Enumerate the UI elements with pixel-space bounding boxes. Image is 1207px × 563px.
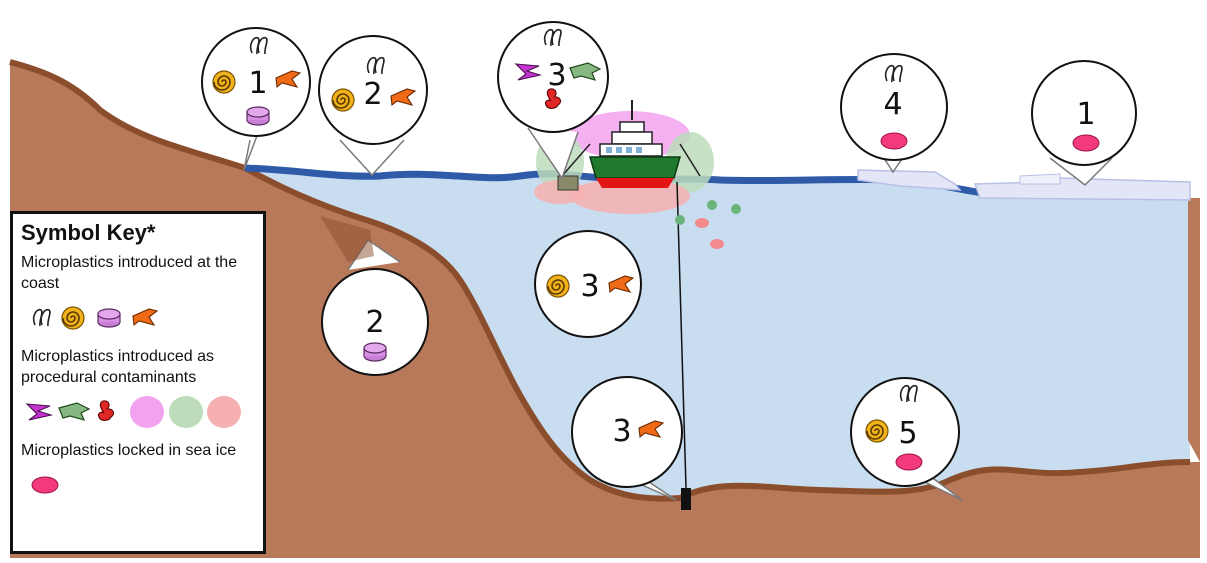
right-cliff [1188, 198, 1200, 462]
spiral-fragment-icon [865, 419, 889, 443]
pink-bead-icon [1072, 134, 1100, 152]
station-number: 1 [248, 66, 267, 101]
station-number: 3 [547, 58, 566, 93]
bubbles [201, 21, 1137, 488]
pellet-disc-icon [97, 308, 121, 328]
key-coast-icons [21, 298, 255, 338]
magenta-flake-icon [26, 403, 52, 421]
suspended-particles [675, 200, 741, 249]
research-vessel [557, 100, 701, 191]
key-procedural-icons [21, 392, 255, 432]
mooring-weight [681, 488, 691, 510]
slope-sample-pocket [320, 216, 374, 262]
key-ice-icon-row [31, 476, 59, 494]
orange-fragment-icon [132, 308, 158, 326]
land-mass [10, 62, 1200, 558]
spiral-fragment-icon [546, 274, 570, 298]
pellet-disc-icon [246, 106, 270, 126]
symbol-key-title: Symbol Key* [21, 220, 156, 245]
key-ice-icons [21, 465, 255, 505]
green-film-icon [58, 402, 90, 421]
station-number: 3 [612, 414, 631, 449]
symbol-key: Symbol Key* Microplastics introduced at … [10, 211, 266, 554]
station-number: 5 [898, 416, 917, 451]
spiral-fragment-icon [212, 70, 236, 94]
spiral-fragment-icon [61, 306, 85, 330]
pellet-disc-icon [363, 342, 387, 362]
key-procedural-icon-row [26, 396, 241, 428]
pink-bead-icon [31, 476, 59, 494]
fibre-icon [32, 308, 51, 327]
station-number: 1 [1076, 97, 1095, 132]
station-number: 3 [580, 269, 599, 304]
spiral-fragment-icon [331, 88, 355, 112]
green-halo-icon [169, 396, 203, 428]
key-ice-label: Microplastics locked in sea ice [21, 442, 237, 459]
red-halo-icon [207, 396, 241, 428]
sea-ice [857, 169, 1191, 201]
land-edge [9, 59, 1191, 502]
station-number: 2 [365, 305, 384, 340]
red-fragment-icon [97, 400, 115, 421]
pink-halo-icon [130, 396, 164, 428]
pink-bead-icon [895, 453, 923, 471]
pink-bead-icon [880, 132, 908, 150]
key-coast-icon-row [32, 306, 158, 330]
key-procedural-label: Microplastics introduced as procedural c… [21, 348, 214, 386]
station-numbers: 1 2 3 4 1 2 3 3 5 [248, 58, 1095, 451]
mooring-line [676, 181, 687, 489]
key-coast-label: Microplastics introduced at the coast [21, 254, 238, 292]
station-number: 2 [363, 77, 382, 112]
station-number: 4 [883, 87, 902, 122]
